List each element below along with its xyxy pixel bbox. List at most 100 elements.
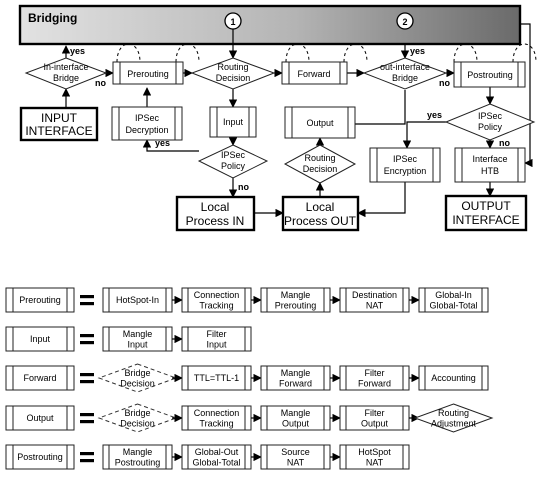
legend-chain-label: Postrouting (17, 452, 63, 462)
box-interface-htb: Interface HTB (454, 147, 526, 183)
svg-text:OUTPUT: OUTPUT (461, 199, 511, 213)
svg-text:Local: Local (306, 200, 335, 214)
bridging-bar: Bridging (18, 4, 522, 46)
decision-routing: Routing Decision (190, 57, 276, 90)
legend-step-text: Connection (194, 408, 240, 418)
legend-step-text: Bridge (124, 368, 150, 378)
svg-text:Decryption: Decryption (125, 125, 168, 135)
legend-step-text: Mangle (123, 447, 153, 457)
svg-text:Routing: Routing (217, 62, 248, 72)
legend-step-text: Output (282, 418, 310, 428)
svg-text:Prerouting: Prerouting (127, 69, 169, 79)
endpoint-input-interface: INPUT INTERFACE (19, 106, 99, 142)
equals-sign (80, 295, 94, 306)
legend-chain-label: Prerouting (19, 295, 61, 305)
chain-output: Output (284, 106, 356, 139)
legend-step-text: Destination (352, 290, 397, 300)
svg-text:Decision: Decision (216, 73, 251, 83)
legend-step-text: Input (127, 339, 148, 349)
flow-edges (61, 23, 533, 218)
svg-text:INPUT: INPUT (41, 111, 78, 125)
bridging-title: Bridging (28, 11, 77, 25)
legend-step-box: TTL=TTL-1 (181, 365, 252, 391)
legend-chain-label: Output (26, 413, 54, 423)
equals-sign (80, 334, 94, 345)
legend-row-postrouting: PostroutingManglePostroutingGlobal-OutGl… (5, 444, 410, 470)
svg-text:yes: yes (70, 46, 85, 56)
svg-text:Policy: Policy (221, 161, 246, 171)
legend-chain-label: Input (30, 334, 51, 344)
endpoint-local-process-in: Local Process IN (175, 195, 256, 232)
legend-step-text: Decision (120, 418, 155, 428)
legend-step-text: Prerouting (275, 300, 317, 310)
bridge-hooks (116, 43, 537, 63)
legend-step-text: Mangle (281, 408, 311, 418)
chain-input: Input (209, 106, 257, 138)
legend-step-text: Adjustment (431, 418, 477, 428)
svg-text:Interface: Interface (472, 154, 507, 164)
svg-text:no: no (238, 182, 249, 192)
legend-step-text: Global-Out (195, 447, 239, 457)
svg-text:IPSec: IPSec (221, 150, 246, 160)
svg-text:Process OUT: Process OUT (284, 214, 357, 228)
decision-ipsec-policy-in: IPSec Policy (197, 144, 269, 179)
legend-step-text: Mangle (281, 368, 311, 378)
legend-step-text: Input (206, 339, 227, 349)
decision-out-interface-bridge: out-interface Bridge (362, 57, 448, 90)
svg-text:Routing: Routing (304, 153, 335, 163)
branch-labels: yes no yes no yes no yes no (70, 46, 510, 192)
endpoint-output-interface: OUTPUT INTERFACE (444, 194, 528, 232)
legend-step-box: Accounting (418, 365, 489, 391)
legend-chain-label: Forward (23, 373, 56, 383)
legend-step-text: Tracking (199, 418, 233, 428)
legend-step-text: TTL=TTL-1 (194, 373, 239, 383)
legend-row-forward: ForwardBridgeDecisionTTL=TTL-1MangleForw… (5, 363, 489, 393)
legend-step-text: Output (361, 418, 389, 428)
svg-text:yes: yes (410, 46, 425, 56)
svg-text:IPSec: IPSec (393, 154, 418, 164)
svg-text:2: 2 (402, 17, 407, 27)
svg-text:Output: Output (306, 118, 334, 128)
decision-in-interface-bridge: In-interface Bridge (24, 57, 108, 90)
svg-text:yes: yes (155, 138, 170, 148)
legend-chain-box: Prerouting (5, 287, 75, 313)
svg-text:Bridge: Bridge (53, 73, 79, 83)
legend-step-text: Filter (365, 408, 385, 418)
legend-step-text: Filter (365, 368, 385, 378)
legend-step-text: NAT (366, 300, 384, 310)
legend-step-text: Routing (438, 408, 469, 418)
legend-step-text: Source (281, 447, 310, 457)
legend-step-text: Mangle (123, 329, 153, 339)
svg-text:no: no (95, 78, 106, 88)
legend-step-text: HotSpot (358, 447, 391, 457)
legend-chain-box: Forward (5, 365, 75, 391)
svg-text:In-interface: In-interface (43, 62, 88, 72)
svg-text:yes: yes (427, 110, 442, 120)
box-ipsec-encryption: IPSec Encryption (369, 147, 441, 183)
svg-text:IPSec: IPSec (135, 113, 160, 123)
equals-sign (80, 413, 94, 424)
svg-text:1: 1 (230, 17, 235, 27)
svg-text:no: no (439, 78, 450, 88)
legend-chain-box: Postrouting (5, 444, 75, 470)
box-ipsec-decryption: IPSec Decryption (111, 106, 183, 141)
legend-step-text: Decision (120, 378, 155, 388)
legend-step-text: Bridge (124, 408, 150, 418)
svg-text:INTERFACE: INTERFACE (25, 124, 92, 138)
svg-text:HTB: HTB (481, 166, 499, 176)
